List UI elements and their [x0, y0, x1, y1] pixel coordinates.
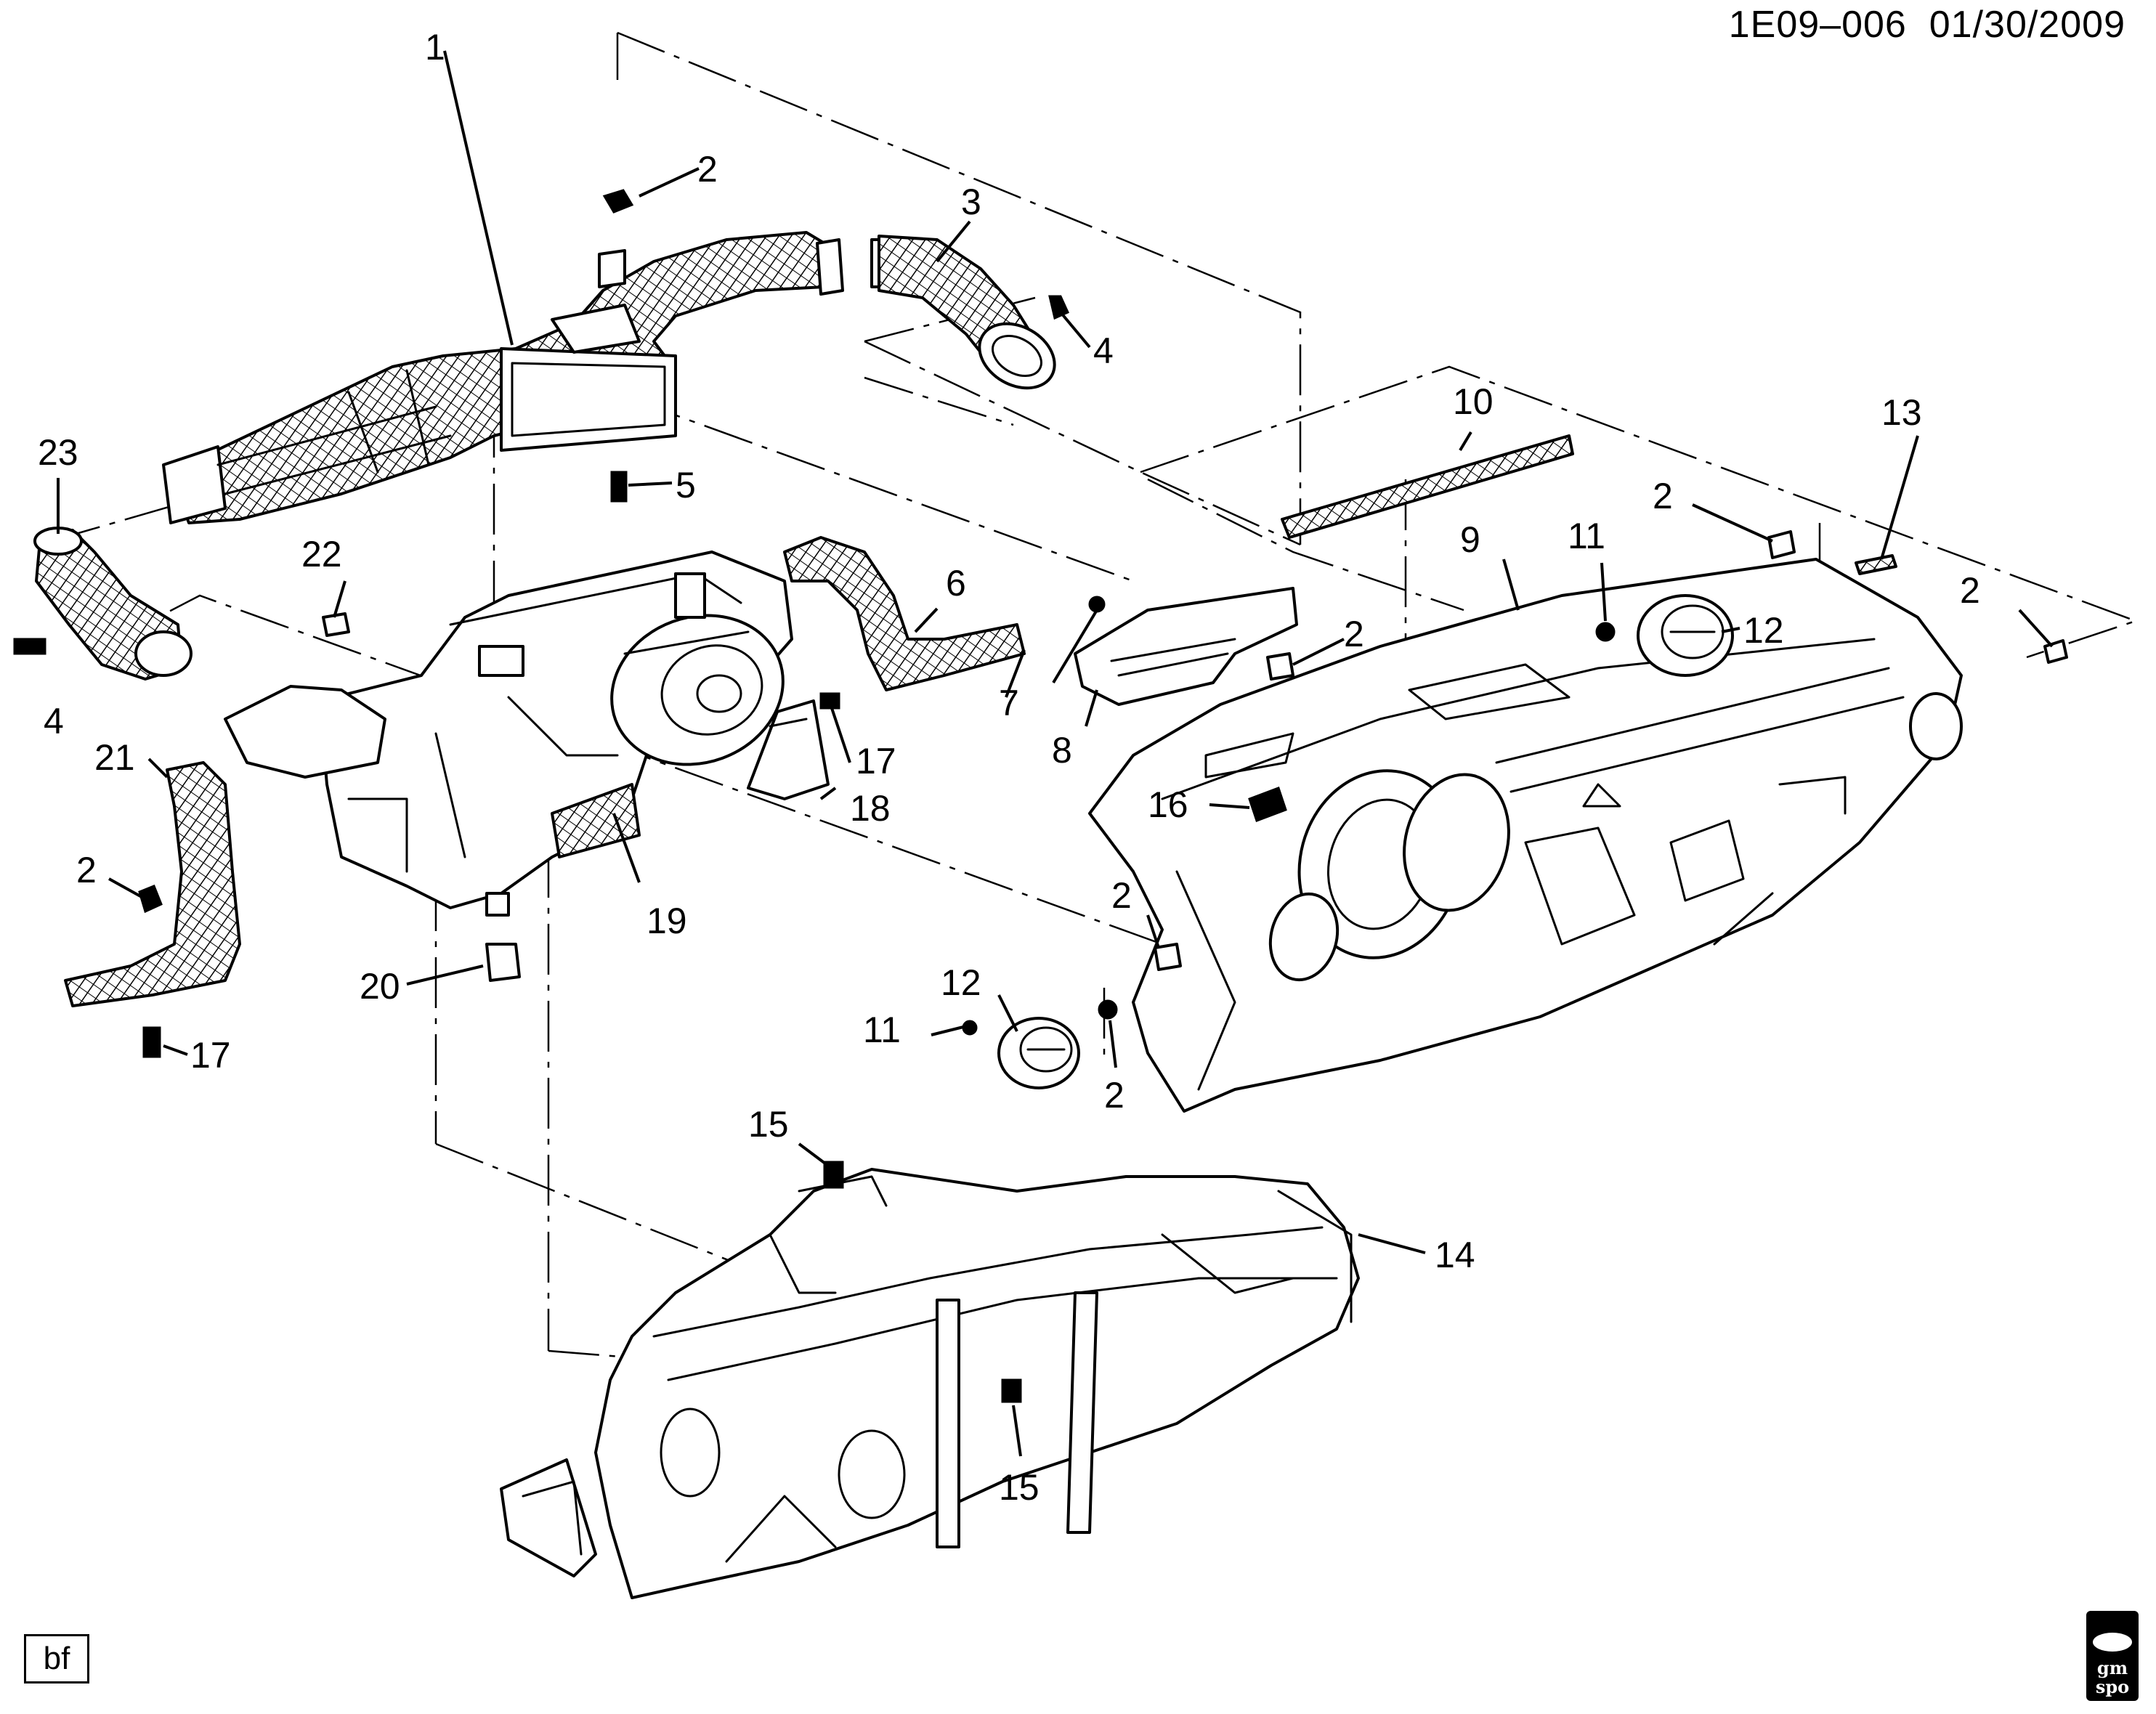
document-code: 1E09–006 01/30/2009 [1728, 4, 2125, 46]
logo-gm: gm [2096, 1657, 2128, 1678]
lower-left-duct [64, 761, 241, 1007]
callout-2: 2 [76, 850, 97, 890]
right-side-duct [783, 536, 1026, 691]
callout-labels: 1 2 3 4 5 23 22 6 4 21 2 17 18 19 20 17 … [38, 27, 1980, 1508]
callout-15: 15 [748, 1104, 789, 1145]
callout-16: 16 [1148, 784, 1188, 825]
callout-10: 10 [1453, 381, 1494, 422]
round-vent-left [997, 1017, 1080, 1089]
duct-elbow [878, 235, 1056, 390]
clip-2-left [138, 885, 163, 914]
callout-18: 18 [850, 788, 891, 829]
grommet-20 [485, 943, 521, 982]
left-floor-duct [33, 527, 192, 681]
callout-23: 23 [38, 432, 78, 473]
callout-19: 19 [647, 901, 687, 941]
clip-22 [322, 612, 350, 637]
callout-17: 17 [856, 741, 896, 781]
callout-7: 7 [999, 683, 1019, 723]
callout-2: 2 [1960, 570, 1980, 611]
screw-4-left [13, 638, 46, 655]
callout-2: 2 [1104, 1075, 1124, 1116]
upper-air-duct [162, 231, 891, 524]
callout-14: 14 [1435, 1235, 1475, 1275]
bolt-15-bottom [1001, 1378, 1022, 1403]
fasteners [13, 189, 2068, 1403]
nut-11-right [1595, 622, 1616, 642]
callout-2: 2 [1653, 476, 1673, 516]
callout-8: 8 [1052, 730, 1072, 771]
callout-12: 12 [1743, 610, 1784, 651]
callout-22: 22 [301, 534, 342, 574]
callout-12: 12 [941, 962, 981, 1003]
center-vent [1074, 587, 1298, 706]
callout-6: 6 [946, 563, 966, 604]
bf-tag: bf [24, 1634, 89, 1683]
defrost-grille [1281, 434, 1574, 539]
callout-2: 2 [1344, 614, 1364, 654]
round-vent-right [1637, 594, 1734, 677]
callout-21: 21 [94, 737, 135, 778]
screw-17-right [819, 692, 840, 710]
screw-7 [1088, 596, 1106, 613]
callout-4: 4 [1093, 330, 1114, 371]
instrument-panel [1088, 558, 1963, 1113]
clip-2-r1 [1767, 530, 1796, 559]
callout-11: 11 [863, 1010, 901, 1050]
callout-5: 5 [676, 465, 696, 505]
callout-1: 1 [425, 27, 445, 68]
control-module [747, 699, 830, 800]
callout-11: 11 [1568, 516, 1605, 556]
small-grille [1855, 554, 1897, 575]
clip-2-bottom [1098, 999, 1118, 1020]
callout-3: 3 [961, 182, 981, 222]
callout-9: 9 [1460, 519, 1480, 560]
callout-13: 13 [1881, 392, 1922, 433]
screw-17-left [142, 1026, 161, 1058]
callout-2: 2 [697, 149, 718, 190]
callout-4: 4 [44, 701, 64, 742]
gm-spo-logo: gm spo [2086, 1611, 2139, 1701]
bezel-16 [1248, 787, 1287, 822]
leader-lines [57, 50, 2054, 1457]
callout-17: 17 [190, 1035, 231, 1076]
clip-2-top [602, 189, 634, 214]
cross-car-beam [500, 1168, 1360, 1599]
hvac-module [224, 551, 793, 917]
bolt-15-top [823, 1161, 844, 1189]
callout-2: 2 [1111, 875, 1132, 916]
callout-20: 20 [360, 966, 400, 1007]
logo-emblem [2093, 1633, 2132, 1652]
clip-2-lower [1154, 943, 1182, 971]
screw-4-top [1048, 295, 1069, 320]
callout-15: 15 [999, 1467, 1040, 1508]
logo-spo: spo [2095, 1676, 2130, 1697]
bolt-5 [610, 471, 628, 503]
clip-2-center [1266, 652, 1294, 681]
